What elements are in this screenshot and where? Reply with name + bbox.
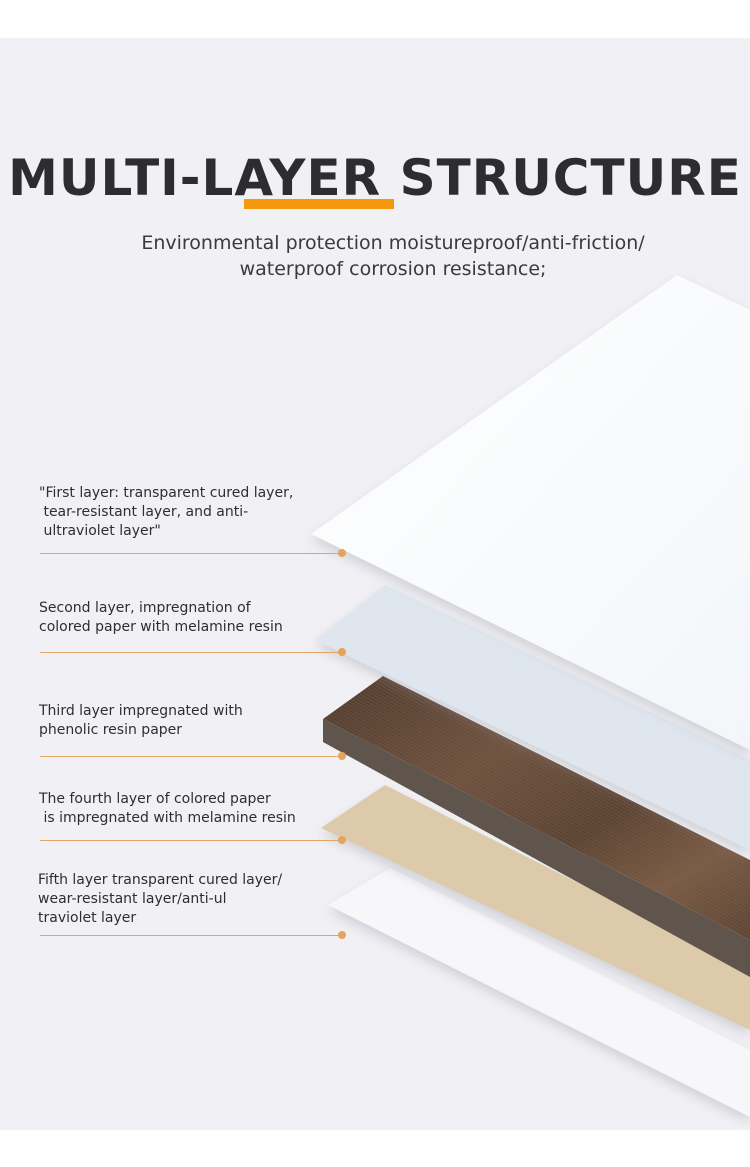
layer-1-leader-dot [338, 549, 346, 557]
layer-5-label: Fifth layer transparent cured layer/ wea… [38, 872, 283, 926]
title-part-2: LAYER [201, 149, 382, 207]
fourth-layer-sheet [321, 785, 750, 1030]
fifth-layer-sheet [328, 868, 750, 1117]
page-subtitle: Environmental protection moistureproof/a… [0, 230, 750, 282]
layer-2-leader-line [40, 652, 342, 653]
subtitle-line-1: Environmental protection moistureproof/a… [141, 232, 645, 254]
second-layer-sheet [315, 585, 750, 850]
layer-5-leader-dot [338, 931, 346, 939]
layer-4-label: The fourth layer of colored paper is imp… [39, 791, 296, 826]
subtitle-line-2: waterproof corrosion resistance; [239, 258, 547, 280]
title-accent-underline [244, 199, 394, 209]
layer-1-leader-line [40, 553, 342, 554]
layer-3-leader-line [40, 756, 342, 757]
page-title: MULTI-LAYER STRUCTURE [0, 148, 750, 208]
layer-4-leader-dot [338, 836, 346, 844]
title-part-3: STRUCTURE [381, 149, 742, 207]
layer-4-leader-line [40, 840, 342, 841]
layer-1-label: "First layer: transparent cured layer, t… [39, 485, 294, 539]
layer-2-leader-dot [338, 648, 346, 656]
layer-3-leader-dot [338, 752, 346, 760]
third-layer-side [323, 719, 750, 977]
layer-3-label: Third layer impregnated with phenolic re… [39, 703, 243, 738]
first-layer-sheet [311, 275, 750, 750]
title-part-1: MULTI- [8, 149, 202, 207]
layer-5-leader-line [40, 935, 342, 936]
layer-2-label: Second layer, impregnation of colored pa… [39, 600, 283, 635]
